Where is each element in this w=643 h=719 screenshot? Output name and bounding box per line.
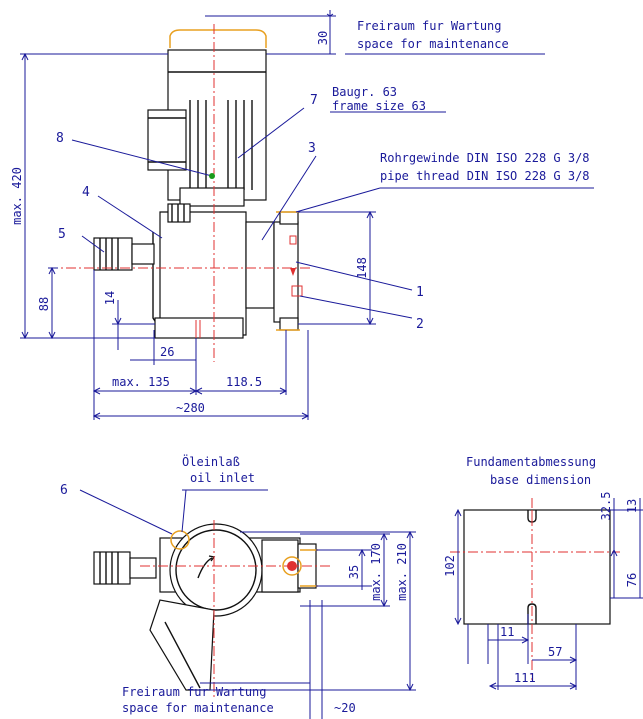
base-dimension-view: Fundamentabmessung base dimension 32.5 1… — [443, 455, 643, 690]
thread-en-label: pipe thread DIN ISO 228 G 3/8 — [380, 169, 590, 183]
motor-flange — [179, 187, 245, 207]
maintenance-en-label: space for maintenance — [357, 37, 509, 51]
callout-8: 8 — [56, 131, 64, 146]
callout-7: 7 — [310, 93, 318, 108]
callout-1: 1 — [416, 285, 424, 300]
pump-housing — [159, 211, 247, 336]
callout-3: 3 — [308, 141, 316, 156]
dim-26-label: 26 — [160, 345, 174, 359]
dim-max170-label: max. 170 — [369, 543, 383, 601]
dim-max210-label: max. 210 — [395, 543, 409, 601]
callout-5: 5 — [58, 227, 66, 242]
frame-en-label: frame size 63 — [332, 99, 426, 113]
plan-view: Öleinlaß oil inlet 6 35 max. 170 max. 21… — [60, 453, 416, 719]
dim-13-label: 13 — [625, 499, 639, 513]
plan-motor-circle — [169, 523, 263, 617]
maintenance-clearance-outline — [169, 29, 267, 48]
dim-280-label: ~280 — [176, 401, 205, 415]
maintenance-de-label-bottom: Freiraum fur Wartung — [122, 685, 267, 699]
dim-11-label: 11 — [500, 625, 514, 639]
dim-max135-label: max. 135 — [112, 375, 170, 389]
side-view: Freiraum fur Wartung space for maintenan… — [10, 10, 594, 420]
terminal-box — [147, 109, 187, 171]
dim-118-5-label: 118.5 — [226, 375, 262, 389]
dim-57-label: 57 — [548, 645, 562, 659]
dim-35-label: 35 — [347, 565, 361, 579]
dim-102-label: 102 — [443, 555, 457, 577]
plan-outlet-arm — [149, 599, 215, 691]
maintenance-de-label: Freiraum fur Wartung — [357, 19, 502, 33]
base-dimension-de-label: Fundamentabmessung — [466, 455, 596, 469]
dim-30-label: 30 — [316, 31, 330, 45]
callout-6: 6 — [60, 483, 68, 498]
oil-inlet-en-label: oil inlet — [190, 471, 255, 485]
dim-32-5-label: 32.5 — [599, 492, 613, 521]
callout-4: 4 — [82, 185, 90, 200]
dim-88-label: 88 — [37, 297, 51, 311]
dim-max420-label: max. 420 — [10, 167, 24, 225]
valve-block — [273, 221, 299, 323]
maintenance-en-label-bottom: space for maintenance — [122, 701, 274, 715]
dim-148-label: 148 — [355, 257, 369, 279]
pump-foot — [154, 317, 244, 339]
callout-2: 2 — [416, 317, 424, 332]
oil-inlet-de-label: Öleinlaß — [182, 453, 240, 469]
oil-inlet-marker — [170, 530, 190, 550]
frame-de-label: Baugr. 63 — [332, 85, 397, 99]
dosing-head — [245, 221, 275, 309]
dim-14-label: 14 — [103, 291, 117, 305]
dim-20-label: ~20 — [334, 701, 356, 715]
thread-de-label: Rohrgewinde DIN ISO 228 G 3/8 — [380, 151, 590, 165]
dim-111-label: 111 — [514, 671, 536, 685]
base-plate — [463, 509, 611, 625]
dim-76-label: 76 — [625, 573, 639, 587]
base-dimension-en-label: base dimension — [490, 473, 591, 487]
